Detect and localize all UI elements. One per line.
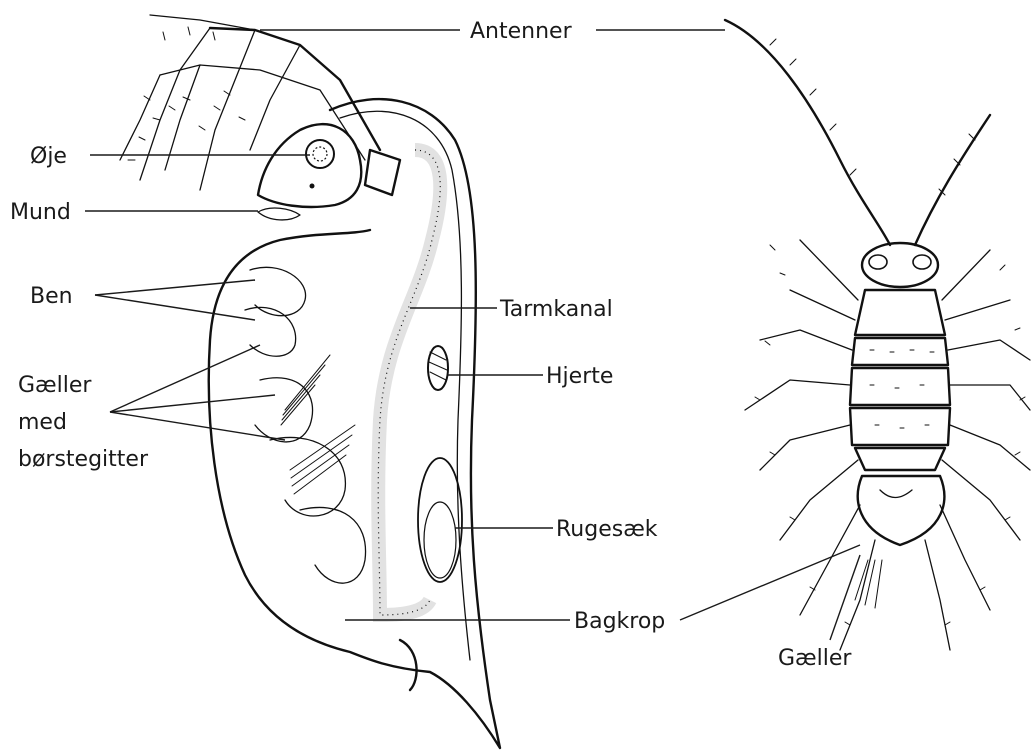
label-oje: Øje [30, 144, 67, 169]
leader-bagkrop-right [680, 545, 860, 620]
water-louse-illustration [725, 20, 1030, 650]
label-bagkrop: Bagkrop [574, 609, 665, 634]
leader-ben-1 [95, 280, 255, 295]
labels: Antenner Øje Mund Ben Gæller med børsteg… [10, 19, 852, 671]
label-gaeller-line2: med [18, 410, 67, 435]
eye-shape [306, 140, 334, 168]
label-mund: Mund [10, 200, 71, 225]
leader-gaeller-3 [110, 412, 285, 440]
leader-ben-2 [95, 295, 255, 320]
label-gaeller-line3: børstegitter [18, 447, 149, 472]
leader-gaeller-1 [110, 345, 260, 412]
brood-pouch-shape [418, 458, 462, 582]
label-tarmkanal: Tarmkanal [499, 297, 613, 322]
label-gaeller-line1: Gæller [18, 373, 92, 398]
label-antenner: Antenner [470, 19, 573, 44]
leader-gaeller-2 [110, 395, 275, 412]
label-rugesaek: Rugesæk [556, 517, 658, 542]
label-gaeller-right: Gæller [778, 646, 852, 671]
label-hjerte: Hjerte [546, 364, 613, 389]
label-ben: Ben [30, 284, 73, 309]
